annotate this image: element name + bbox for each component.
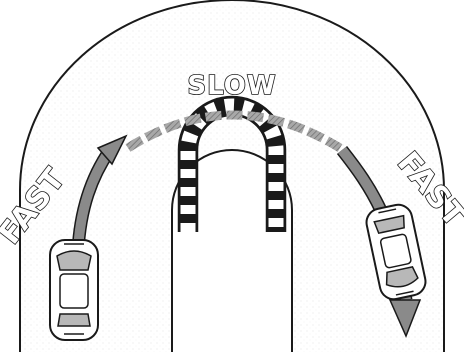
car-icon [50, 240, 98, 340]
slow-label: SLOW [187, 71, 276, 101]
